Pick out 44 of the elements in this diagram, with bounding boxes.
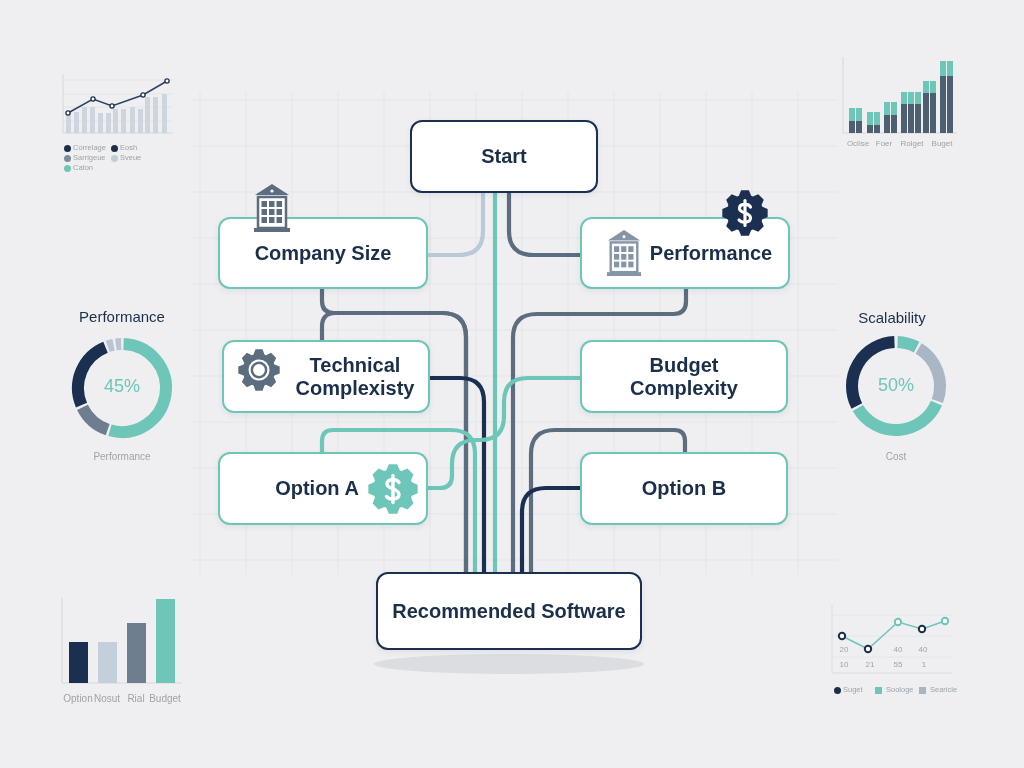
chart-caption: Cost xyxy=(885,450,907,462)
option-box xyxy=(580,452,788,525)
connector-line xyxy=(510,289,689,572)
node-label: Option A xyxy=(275,477,359,500)
data-value: 55 xyxy=(893,660,903,670)
axis-label: Option xyxy=(63,692,93,704)
percentage-value: 50% xyxy=(878,376,914,396)
connector-line xyxy=(519,485,580,572)
chart-title: Scalability xyxy=(858,309,926,327)
node-label: Recommended Software xyxy=(392,599,626,623)
data-value: 21 xyxy=(865,660,875,670)
chart-title: Performance xyxy=(79,308,165,326)
node-label: Technical Complexisty xyxy=(294,353,416,400)
node-label: Start xyxy=(481,145,527,168)
chart-caption: Performance xyxy=(93,450,151,462)
connector-line xyxy=(428,193,486,258)
connector-line xyxy=(319,427,478,572)
connector-line xyxy=(428,375,580,491)
node-label: Performance xyxy=(649,241,773,265)
option-box xyxy=(218,452,428,525)
data-value: 40 xyxy=(918,645,928,655)
node-label: Budget Complexity xyxy=(629,353,739,400)
connector-line xyxy=(528,427,688,572)
axis-label: Buget xyxy=(931,139,953,149)
axis-label: Foer xyxy=(875,139,893,149)
data-value: 20 xyxy=(839,645,849,655)
axis-label: Nosut xyxy=(93,692,121,704)
data-value: 1 xyxy=(921,660,927,670)
data-value: 40 xyxy=(893,645,903,655)
connector-line xyxy=(506,193,580,258)
node-label: Option B xyxy=(641,477,727,500)
criteria-box xyxy=(580,340,788,413)
axis-label: Rolget xyxy=(900,139,924,149)
data-value: 10 xyxy=(839,660,849,670)
axis-label: Budget xyxy=(149,692,181,704)
axis-label: Oclise xyxy=(846,139,870,149)
connector-line xyxy=(492,193,498,572)
start-box xyxy=(410,120,598,193)
node-label: Company Size xyxy=(254,241,392,265)
axis-label: Rial xyxy=(127,692,145,704)
connector-line xyxy=(430,375,487,572)
percentage-value: 45% xyxy=(104,377,140,397)
result-box xyxy=(376,572,642,650)
criteria-box xyxy=(222,340,430,413)
